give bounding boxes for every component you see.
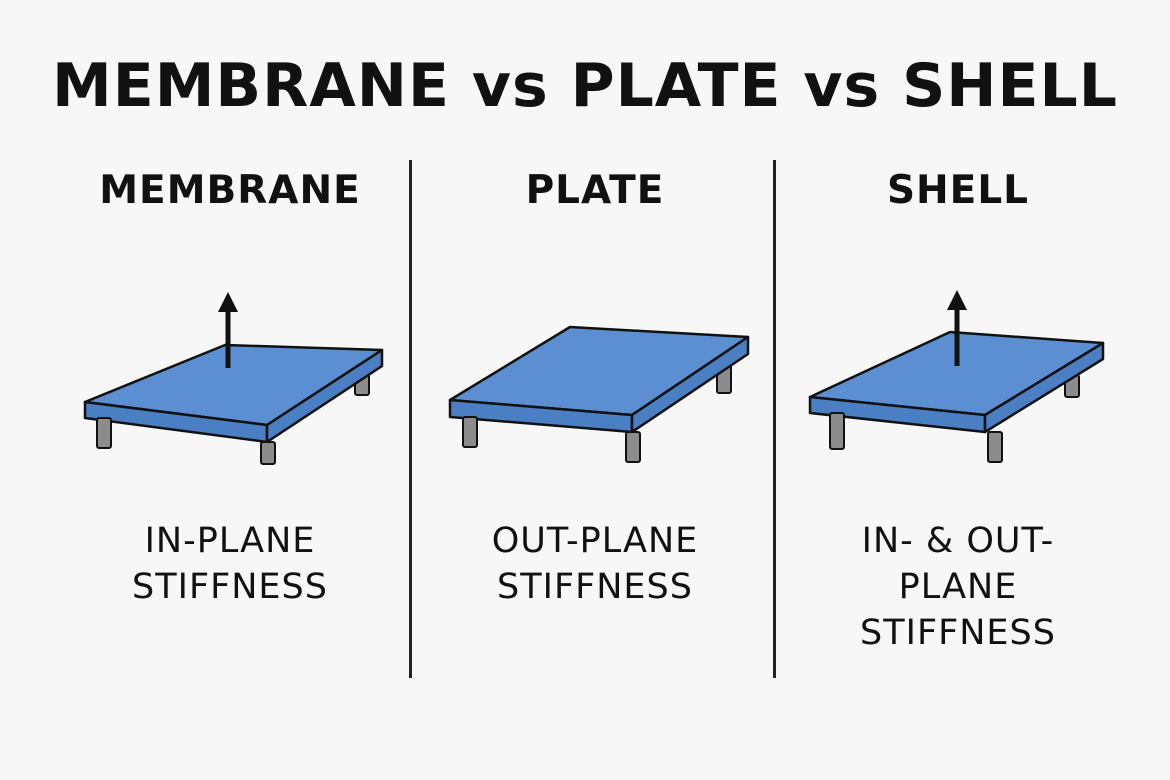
membrane-description: IN-PLANE STIFFNESS <box>132 521 328 607</box>
membrane-plate-illustration <box>83 292 384 465</box>
plate-heading: PLATE <box>525 168 665 213</box>
membrane-arrow-up-icon <box>218 292 238 312</box>
shell-leg-front-left <box>829 412 845 450</box>
shell-heading: SHELL <box>886 168 1030 213</box>
membrane-plate-icon <box>83 292 384 465</box>
membrane-plate-side <box>265 348 384 444</box>
shell-leg-front-right <box>987 431 1003 463</box>
shell-description: IN- & OUT- PLANE STIFFNESS <box>860 521 1056 653</box>
membrane-heading: MEMBRANE <box>99 168 361 213</box>
column-divider-right <box>773 160 776 678</box>
plate-icon <box>448 325 750 463</box>
plate-illustration <box>448 325 750 463</box>
plate-leg-front-left <box>462 416 478 448</box>
membrane-leg-front-left <box>96 417 112 449</box>
shell-plate-side <box>983 341 1105 434</box>
plate-side <box>630 335 750 434</box>
shell-arrow-up-icon <box>947 290 967 310</box>
plate-leg-front-right <box>625 431 641 463</box>
column-divider-left <box>409 160 412 678</box>
shell-plate-illustration <box>808 290 1105 463</box>
membrane-leg-front-right <box>260 441 276 465</box>
shell-plate-icon <box>808 290 1105 463</box>
page-title: MEMBRANE vs PLATE vs SHELL <box>52 51 1118 121</box>
plate-description: OUT-PLANE STIFFNESS <box>491 521 699 607</box>
